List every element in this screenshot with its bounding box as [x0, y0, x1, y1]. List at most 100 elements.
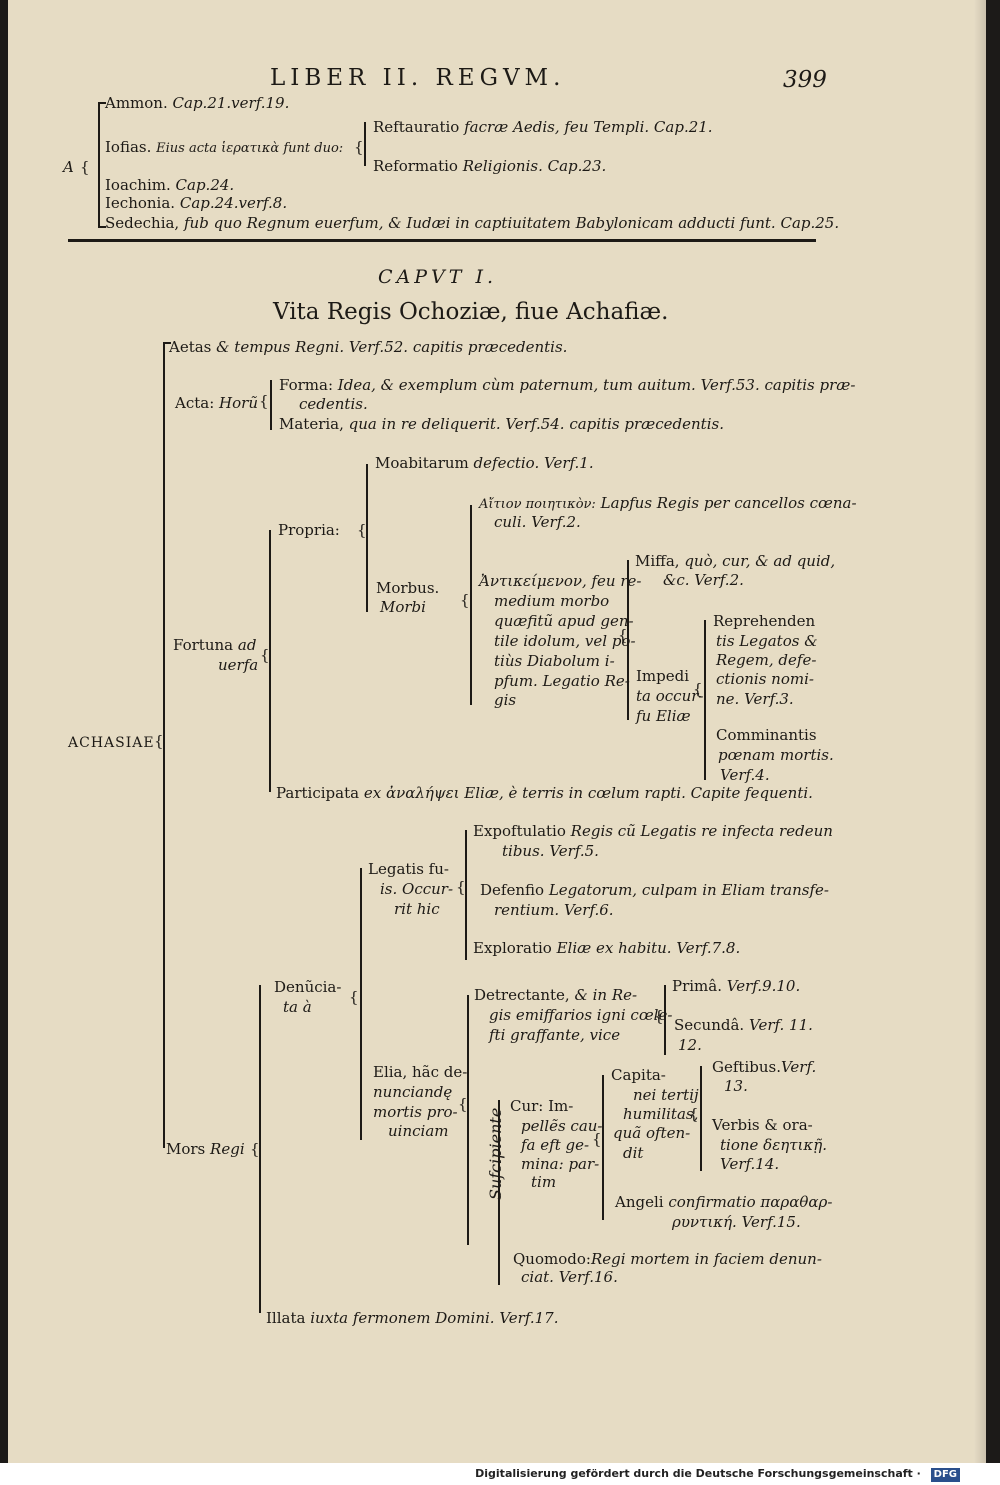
- item-iechonia: Iechonia. Cap.24.verf.8.: [105, 194, 288, 212]
- item-sedechia: Sedechia, fub quo Regnum euerfum, & Iudæ…: [105, 214, 840, 232]
- node-prima: Primâ. Verf.9.10.: [672, 977, 801, 995]
- node-fortuna-cont: uerfa: [218, 656, 259, 674]
- node-secunda-cont: 12.: [678, 1036, 702, 1054]
- node-capitanei-5: dit: [623, 1144, 644, 1162]
- node-cur-1: Cur: Im-: [510, 1097, 574, 1115]
- bracket-iosias: [364, 122, 366, 166]
- item-restauratio: Reftauratio facræ Aedis, feu Templi. Cap…: [373, 118, 713, 136]
- node-verbis-3: Verf.14.: [720, 1155, 780, 1173]
- node-legatis-3: rit hic: [394, 900, 440, 918]
- bracket-acta: [270, 380, 272, 430]
- bracket-morbus: [470, 505, 472, 705]
- bracket-root: [163, 342, 165, 1148]
- item-reformatio: Reformatio Religionis. Cap.23.: [373, 157, 607, 175]
- bracket-detrectante: [664, 985, 666, 1055]
- node-denunciata-cont: ta à: [283, 998, 312, 1016]
- node-defensio: Defenfio Legatorum, culpam in Eliam tran…: [480, 881, 829, 899]
- page-number: 399: [783, 67, 827, 93]
- bracket-antikeimenon: [627, 560, 629, 720]
- item-iosias: Iofias. Eius acta ἱερατικὰ funt duo:: [105, 138, 344, 156]
- node-aetas: Aetas & tempus Regni. Verf.52. capitis p…: [169, 338, 568, 356]
- node-gestibus: Geftibus.Verf.: [712, 1058, 817, 1076]
- bracket-impedita: [704, 620, 706, 780]
- node-reprehendentis-2: tis Legatos &: [716, 632, 818, 650]
- node-antikeimenon-6: pfum. Legatio Re-: [494, 672, 630, 690]
- node-participata: Participata ex ἀναλήψει Eliæ, è terris i…: [276, 784, 813, 802]
- chapter-title: Vita Regis Ochoziæ, fiue Achafiæ.: [273, 299, 669, 325]
- node-quomodo-cont: ciat. Verf.16.: [521, 1268, 618, 1286]
- bracket-capitanei: [700, 1066, 702, 1171]
- running-title: LIBER II. REGVM.: [270, 65, 566, 91]
- node-missa-cont: &c. Verf.2.: [663, 571, 744, 589]
- node-angeli: Angeli confirmatio παραθαρ-: [615, 1193, 833, 1211]
- node-impedita-2: ta occur-: [636, 687, 704, 705]
- node-cur-5: tim: [531, 1173, 557, 1191]
- node-aition: Αἴτιον ποιητικὸν: Lapfus Regis per cance…: [479, 494, 857, 512]
- header-rule: [68, 239, 816, 242]
- chapter-label: CAPVT I.: [378, 266, 498, 288]
- node-comminantis-1: Comminantis: [716, 726, 817, 744]
- node-antikeimenon-4: tile idolum, vel po-: [494, 632, 636, 650]
- node-cur-3: fa eft ge-: [521, 1136, 590, 1154]
- node-capitanei-4: quã often-: [613, 1124, 691, 1142]
- node-capitanei-3: humilitas,: [623, 1105, 699, 1123]
- node-antikeimenon-1: Ἀντικείμενον, feu re-: [479, 572, 642, 590]
- node-cur-4: mina: par-: [521, 1155, 600, 1173]
- tree-root: ACHASIAE: [68, 735, 155, 751]
- node-comminantis-2: pœnam mortis.: [718, 746, 834, 764]
- node-verbis-2: tione δεητικῇ.: [720, 1136, 827, 1154]
- node-illata: Illata iuxta fermonem Domini. Verf.17.: [266, 1309, 559, 1327]
- node-materia: Materia, qua in re deliquerit. Verf.54. …: [279, 415, 724, 433]
- node-antikeimenon-5: tiùs Diabolum i-: [494, 652, 615, 670]
- item-ioachim: Ioachim. Cap.24.: [105, 176, 235, 194]
- node-verbis-1: Verbis & ora-: [712, 1116, 813, 1134]
- node-acta: Acta: Horũ: [175, 394, 258, 412]
- node-forma: Forma: Idea, & exemplum cùm paternum, tu…: [279, 376, 856, 394]
- node-fortuna: Fortuna ad: [173, 636, 257, 654]
- book-page: LIBER II. REGVM. 399 A { Ammon. Cap.21.v…: [8, 0, 986, 1463]
- brace-top-root: {: [80, 158, 90, 176]
- node-mors: Mors Regi: [166, 1140, 245, 1158]
- node-elia-2: nunciandę: [373, 1083, 453, 1101]
- node-suscipiente: Sufcipiente: [486, 1107, 505, 1200]
- node-reprehendentis-4: ctionis nomi-: [716, 670, 814, 688]
- node-expostulatio: Expoftulatio Regis cũ Legatis re infecta…: [473, 822, 833, 840]
- node-legatis-1: Legatis fu-: [368, 860, 449, 878]
- bracket-propria: [366, 464, 368, 612]
- node-impedita: Impedi: [636, 667, 690, 685]
- node-elia-4: uinciam: [388, 1122, 449, 1140]
- node-capitanei-1: Capita-: [611, 1066, 666, 1084]
- node-elia-1: Elia, hãc de-: [373, 1063, 468, 1081]
- node-gestibus-cont: 13.: [724, 1077, 748, 1095]
- node-antikeimenon-7: gis: [494, 691, 517, 709]
- node-propria: Propria:: [278, 521, 340, 539]
- node-detrectante-2: gis emiffarios igni cœle-: [489, 1006, 673, 1024]
- node-reprehendentis-1: Reprehenden: [713, 612, 816, 630]
- node-cur-2: pellẽs cau-: [521, 1117, 603, 1135]
- node-legatis-2: is. Occur-: [380, 880, 454, 898]
- node-angeli-cont: ρυντική. Verf.15.: [672, 1213, 801, 1231]
- node-detrectante: Detrectante, & in Re-: [474, 986, 638, 1004]
- bracket-denunciata: [360, 868, 362, 1140]
- item-ammon: Ammon. Cap.21.verf.19.: [105, 94, 290, 112]
- node-defensio-cont: rentium. Verf.6.: [494, 901, 614, 919]
- node-secunda: Secundâ. Verf. 11.: [674, 1016, 813, 1034]
- node-elia-3: mortis pro-: [373, 1103, 458, 1121]
- dfg-logo: DFG: [930, 1468, 960, 1482]
- node-reprehendentis-3: Regem, defe-: [716, 651, 817, 669]
- node-moabitarum: Moabitarum defectio. Verf.1.: [375, 454, 594, 472]
- node-aition-cont: culi. Verf.2.: [494, 513, 581, 531]
- bracket-cur: [602, 1075, 604, 1220]
- node-reprehendentis-5: ne. Verf.3.: [716, 690, 794, 708]
- node-forma-cont: cedentis.: [299, 395, 368, 413]
- bracket-elia: [467, 995, 469, 1245]
- bracket-suscipiente: [498, 1100, 500, 1285]
- node-capitanei-2: nei tertij: [633, 1086, 699, 1104]
- bracket-mors: [259, 985, 261, 1313]
- top-table-root: A: [63, 158, 74, 176]
- bracket-fortuna: [269, 530, 271, 792]
- node-detrectante-3: fti graffante, vice: [489, 1026, 621, 1044]
- node-antikeimenon-2: medium morbo: [494, 592, 610, 610]
- node-quomodo: Quomodo:Regi mortem in faciem denun-: [513, 1250, 822, 1268]
- node-expostulatio-cont: tibus. Verf.5.: [502, 842, 599, 860]
